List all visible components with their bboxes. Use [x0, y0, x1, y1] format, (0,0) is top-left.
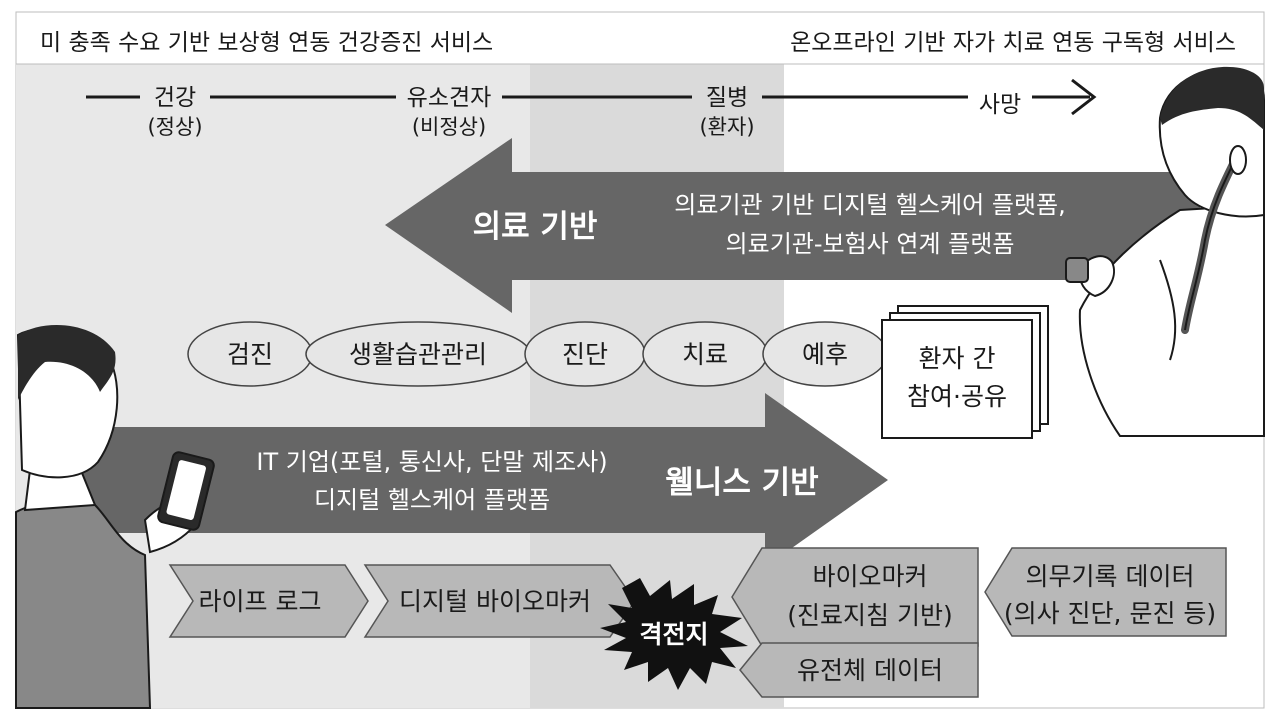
step-treatment-label: 치료	[682, 340, 728, 369]
stage-label-abnormal: 유소견자	[407, 85, 492, 111]
chevron-biomarker	[731, 547, 979, 647]
stage-sub-abnormal: (비정상)	[412, 115, 486, 139]
wellness-arrow-title: 웰니스 기반	[665, 465, 818, 501]
chevron-medical-record-line1: 의무기록 데이터	[1026, 562, 1195, 591]
battleground-burst	[600, 578, 748, 690]
stage-bg-health	[140, 82, 210, 112]
stage-sub-health: (정상)	[147, 115, 202, 139]
timeline-arrowhead	[1071, 78, 1097, 116]
medical-arrow-desc-1: 의료기관 기반 디지털 헬스케어 플랫폼,	[674, 191, 1065, 219]
chevron-medical-record-line2: (의사 진단, 문진 등)	[1004, 599, 1216, 628]
patient-share-line1: 환자 간	[919, 344, 996, 373]
step-checkup-label: 검진	[227, 340, 273, 369]
chevron-digital-biomarker	[363, 564, 636, 638]
chevron-biomarker-line1: 바이오마커	[812, 562, 927, 591]
patient-share-box	[881, 319, 1033, 439]
chevron-medical-record	[984, 547, 1227, 637]
step-diagnosis-label: 진단	[562, 340, 608, 369]
chevron-genome-label: 유전체 데이터	[797, 656, 943, 685]
stage-label-health: 건강	[154, 85, 196, 111]
doctor-illustration	[1065, 66, 1265, 437]
header-right-text: 온오프라인 기반 자가 치료 연동 구독형 서비스	[790, 30, 1236, 56]
medical-arrow	[385, 138, 1200, 313]
chevron-digital-biomarker-label: 디지털 바이오마커	[399, 587, 591, 616]
stage-bg-disease	[692, 82, 762, 112]
medical-arrow-desc-2: 의료기관-보험사 연계 플랫폼	[726, 230, 1015, 258]
chevron-biomarker-line2: (진료지침 기반)	[787, 601, 952, 630]
step-lifestyle-label: 생활습관관리	[349, 340, 487, 369]
stage-sub-disease: (환자)	[699, 115, 754, 139]
step-prognosis-label: 예후	[802, 340, 848, 369]
stage-label-death: 사망	[979, 92, 1021, 118]
wellness-arrow-desc-2: 디지털 헬스케어 플랫폼	[314, 486, 550, 514]
person-with-phone-illustration	[15, 324, 215, 709]
medical-arrow-title: 의료 기반	[473, 209, 598, 245]
battleground-label: 격전지	[639, 620, 708, 649]
patient-share-line2: 참여·공유	[907, 382, 1007, 411]
wellness-arrow-desc-1: IT 기업(포털, 통신사, 단말 제조사)	[256, 448, 607, 476]
wellness-arrow	[70, 393, 888, 567]
stethoscope-icon	[1065, 257, 1089, 283]
chevron-lifelog-label: 라이프 로그	[199, 587, 322, 616]
chevron-lifelog	[168, 564, 369, 638]
stage-bg-abnormal	[396, 82, 502, 112]
header-left-text: 미 충족 수요 기반 보상형 연동 건강증진 서비스	[40, 30, 493, 56]
chevron-genome	[739, 642, 979, 698]
stage-label-disease: 질병	[706, 85, 748, 111]
stage-bg-death	[968, 88, 1032, 118]
